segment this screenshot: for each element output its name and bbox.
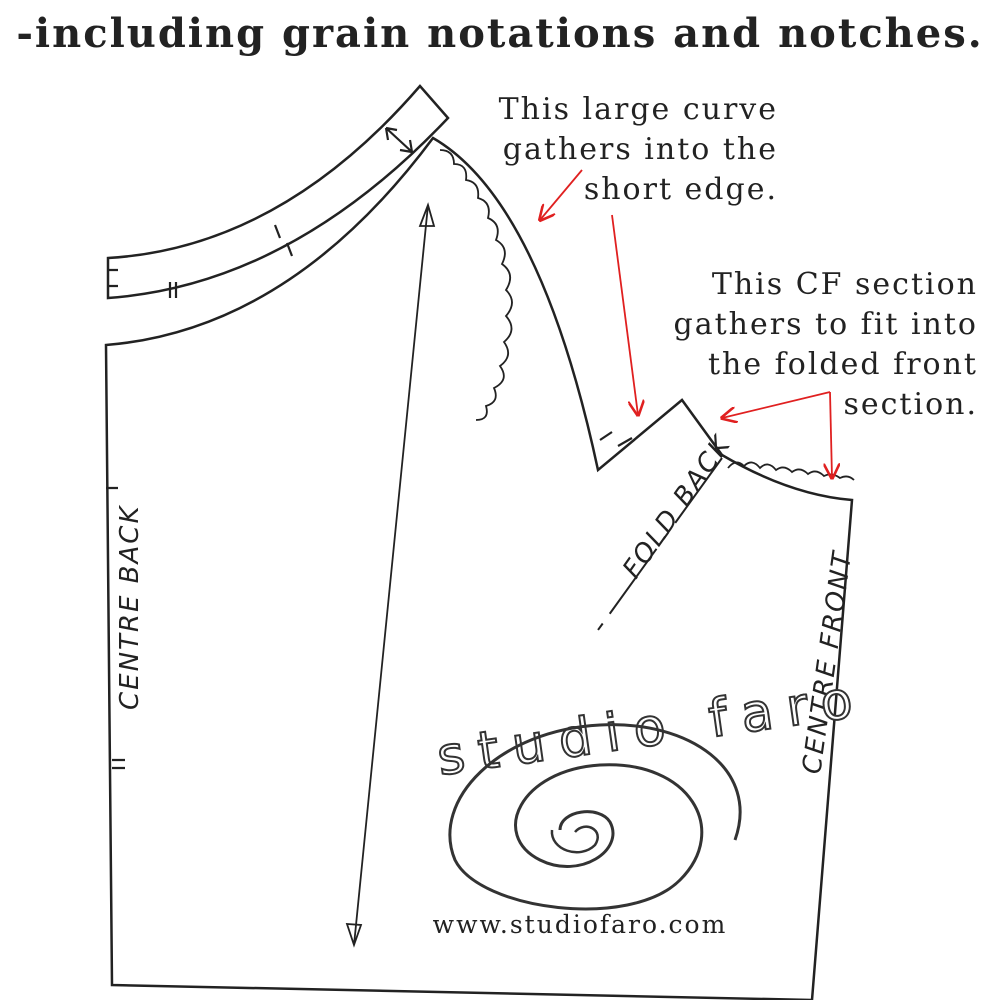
- pointer-arrow-cf-bottom: [830, 391, 832, 478]
- studio-faro-logo: studio faro: [432, 667, 871, 911]
- collar-band: [106, 84, 450, 300]
- bodice-notches: [106, 431, 633, 770]
- cf-annotation: This CF section gathers to fit into the …: [673, 267, 978, 422]
- curve-annotation: This large curve gathers into the short …: [498, 92, 778, 207]
- heading: -including grain notations and notches.: [16, 10, 984, 57]
- gather-wave-cf: [727, 461, 855, 481]
- grain-line: [353, 204, 429, 946]
- grain-arrow-bottom: [345, 923, 363, 948]
- website-url[interactable]: www.studiofaro.com: [432, 910, 728, 939]
- logo-swirl: [448, 723, 742, 911]
- grain-arrow-top: [418, 202, 436, 227]
- fold-line: [597, 457, 723, 631]
- pointer-arrow-short-edge: [611, 214, 638, 415]
- fold-back-label: FOLD BACK: [617, 430, 737, 584]
- collar-notch: [108, 224, 294, 298]
- pointer-arrow-cf-top: [722, 391, 831, 418]
- centre-back-label: CENTRE BACK: [115, 505, 145, 711]
- pointer-arrow-curve: [540, 169, 583, 220]
- collar-grain-arrow: [384, 126, 414, 154]
- gather-wave-curve: [439, 149, 513, 421]
- centre-front-label: CENTRE FRONT: [797, 548, 858, 776]
- bodice-outline: [104, 136, 854, 1000]
